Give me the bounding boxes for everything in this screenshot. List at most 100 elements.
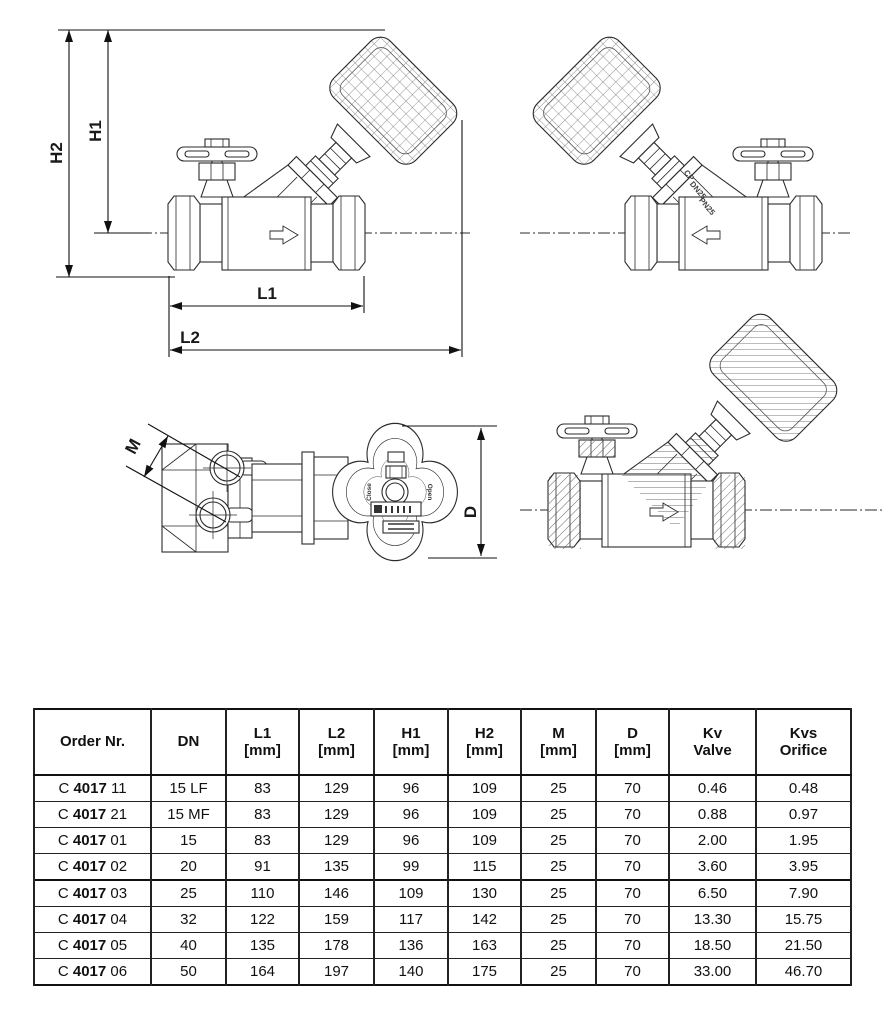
cell-kvs: 15.75 bbox=[755, 906, 852, 933]
section-hatching bbox=[549, 432, 745, 549]
cell-m: 25 bbox=[520, 932, 597, 959]
cell-dn: 15 bbox=[150, 827, 227, 854]
column-header-0: Order Nr. bbox=[33, 708, 152, 776]
open-label: Open bbox=[426, 484, 433, 501]
cell-kv: 6.50 bbox=[668, 879, 757, 907]
column-header-6: M[mm] bbox=[520, 708, 597, 776]
cell-h1: 109 bbox=[373, 879, 449, 907]
dim-label-d: D bbox=[461, 506, 480, 518]
cell-l2: 129 bbox=[298, 774, 375, 802]
cell-dn: 20 bbox=[150, 853, 227, 881]
cell-l1: 83 bbox=[225, 827, 300, 854]
cell-m: 25 bbox=[520, 801, 597, 828]
side-view-mirrored: CP DN25 PN25 bbox=[519, 30, 851, 271]
cell-h2: 115 bbox=[447, 853, 522, 881]
cell-h2: 109 bbox=[447, 827, 522, 854]
cell-m: 25 bbox=[520, 958, 597, 986]
cell-d: 70 bbox=[595, 958, 670, 986]
cell-h2: 142 bbox=[447, 906, 522, 933]
cell-dn: 15 LF bbox=[150, 774, 227, 802]
column-header-4: H1[mm] bbox=[373, 708, 449, 776]
cell-l1: 122 bbox=[225, 906, 300, 933]
cell-dn: 25 bbox=[150, 879, 227, 907]
cell-kvs: 0.48 bbox=[755, 774, 852, 802]
cell-l1: 83 bbox=[225, 801, 300, 828]
cell-l2: 159 bbox=[298, 906, 375, 933]
cell-kv: 33.00 bbox=[668, 958, 757, 986]
cell-l2: 197 bbox=[298, 958, 375, 986]
dim-label-h2: H2 bbox=[47, 142, 66, 164]
cell-kvs: 21.50 bbox=[755, 932, 852, 959]
cell-d: 70 bbox=[595, 801, 670, 828]
cell-h1: 117 bbox=[373, 906, 449, 933]
column-header-7: D[mm] bbox=[595, 708, 670, 776]
cell-dn: 40 bbox=[150, 932, 227, 959]
cell-order-nr: C 4017 02 bbox=[33, 853, 152, 881]
cell-h1: 96 bbox=[373, 801, 449, 828]
cell-l2: 129 bbox=[298, 801, 375, 828]
cell-l1: 164 bbox=[225, 958, 300, 986]
cell-kvs: 46.70 bbox=[755, 958, 852, 986]
cell-m: 25 bbox=[520, 774, 597, 802]
column-header-3: L2[mm] bbox=[298, 708, 375, 776]
cell-kv: 2.00 bbox=[668, 827, 757, 854]
top-view: Close Open M D bbox=[121, 422, 497, 562]
cell-order-nr: C 4017 01 bbox=[33, 827, 152, 854]
cell-order-nr: C 4017 05 bbox=[33, 932, 152, 959]
cell-l1: 135 bbox=[225, 932, 300, 959]
brand-plate bbox=[370, 501, 422, 517]
cell-order-nr: C 4017 21 bbox=[33, 801, 152, 828]
cell-d: 70 bbox=[595, 879, 670, 907]
cell-h1: 99 bbox=[373, 853, 449, 881]
cell-kv: 13.30 bbox=[668, 906, 757, 933]
cell-h1: 140 bbox=[373, 958, 449, 986]
cell-kv: 0.46 bbox=[668, 774, 757, 802]
column-header-2: L1[mm] bbox=[225, 708, 300, 776]
section-view bbox=[519, 307, 882, 549]
cell-m: 25 bbox=[520, 827, 597, 854]
cell-dn: 15 MF bbox=[150, 801, 227, 828]
cell-dn: 50 bbox=[150, 958, 227, 986]
cell-kv: 18.50 bbox=[668, 932, 757, 959]
dimension-lines bbox=[56, 29, 463, 357]
cell-order-nr: C 4017 11 bbox=[33, 774, 152, 802]
cell-kvs: 0.97 bbox=[755, 801, 852, 828]
cell-l2: 146 bbox=[298, 879, 375, 907]
cell-kv: 3.60 bbox=[668, 853, 757, 881]
dim-label-l1: L1 bbox=[257, 284, 277, 303]
valve-side-view bbox=[139, 30, 471, 271]
cell-h1: 96 bbox=[373, 827, 449, 854]
cell-l2: 135 bbox=[298, 853, 375, 881]
dim-label-l2: L2 bbox=[180, 328, 200, 347]
cell-l1: 110 bbox=[225, 879, 300, 907]
cell-h1: 96 bbox=[373, 774, 449, 802]
cell-d: 70 bbox=[595, 906, 670, 933]
cell-order-nr: C 4017 03 bbox=[33, 879, 152, 907]
cell-order-nr: C 4017 04 bbox=[33, 906, 152, 933]
technical-drawings: H2 H1 L1 L2 CP DN25 PN25 bbox=[47, 29, 882, 562]
cell-m: 25 bbox=[520, 879, 597, 907]
cell-d: 70 bbox=[595, 853, 670, 881]
cell-d: 70 bbox=[595, 932, 670, 959]
cell-dn: 32 bbox=[150, 906, 227, 933]
cell-l2: 129 bbox=[298, 827, 375, 854]
cell-m: 25 bbox=[520, 906, 597, 933]
cell-m: 25 bbox=[520, 853, 597, 881]
column-header-5: H2[mm] bbox=[447, 708, 522, 776]
cell-h2: 109 bbox=[447, 774, 522, 802]
column-header-1: DN bbox=[150, 708, 227, 776]
cell-order-nr: C 4017 06 bbox=[33, 958, 152, 986]
